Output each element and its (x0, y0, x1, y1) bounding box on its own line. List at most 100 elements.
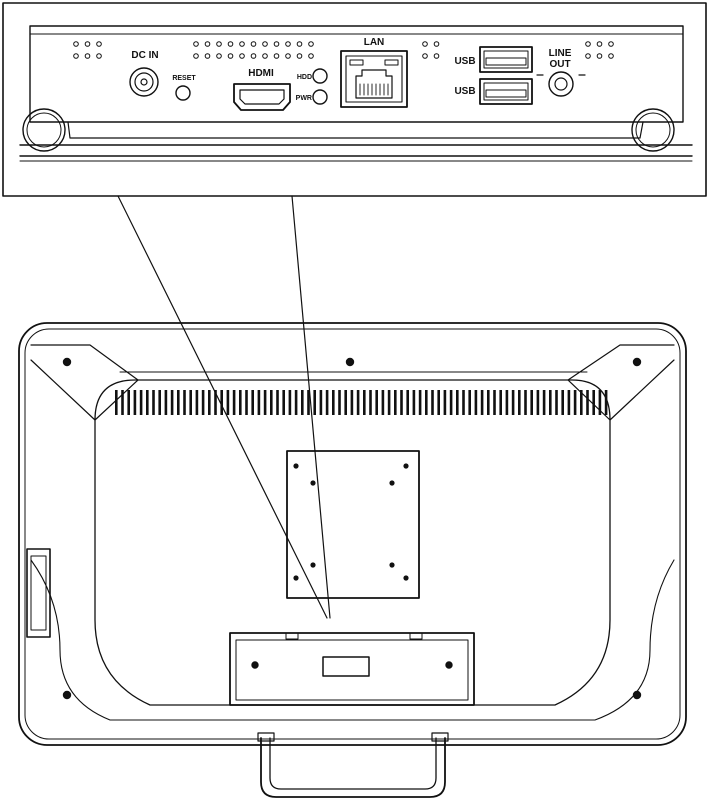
vent-slot (400, 390, 403, 415)
vent-slot (468, 390, 471, 415)
vent-hole (85, 54, 90, 59)
vent-slot (183, 390, 186, 415)
vent-slot (592, 390, 595, 415)
io-cover (230, 633, 474, 705)
vent-hole (217, 42, 222, 47)
vent-slot (251, 390, 254, 415)
vent-hole (228, 54, 233, 59)
corner-brace-top-right (568, 345, 674, 420)
usb-top-label: USB (454, 56, 475, 67)
vent-slot (295, 390, 298, 415)
vent-slot (481, 390, 484, 415)
dc-in-pin (141, 79, 147, 85)
vent-slot (512, 390, 515, 415)
hdmi-label: HDMI (248, 68, 274, 79)
vent-slot (189, 390, 192, 415)
vent-slot (307, 390, 310, 415)
vent-hole (434, 54, 439, 59)
vent-slot (332, 390, 335, 415)
io-cover-screw-right (446, 662, 452, 668)
vent-hole (194, 54, 199, 59)
vesa-screw-holes (293, 463, 408, 580)
line-out-jack[interactable] (549, 72, 573, 96)
vent-slot (326, 390, 329, 415)
vent-hole (240, 54, 245, 59)
io-panel-callout: DC IN RESET HDMI HDD PWR LAN USB (3, 3, 706, 196)
vent-slot (444, 390, 447, 415)
vent-slot (394, 390, 397, 415)
vent-slot (369, 390, 372, 415)
hdd-label: HDD (297, 74, 312, 81)
vent-slot (605, 390, 608, 415)
vent-slot (437, 390, 440, 415)
vent-hole (586, 42, 591, 47)
vent-slot (301, 390, 304, 415)
vent-slot (456, 390, 459, 415)
screw-top-right (634, 359, 641, 366)
lan-led-right (385, 60, 398, 65)
dc-in-port-ring (135, 73, 153, 91)
vent-slot (140, 390, 143, 415)
vent-slot (506, 390, 509, 415)
io-panel-base (68, 122, 643, 138)
vent-slot (121, 390, 124, 415)
lan-port-inner (346, 56, 402, 102)
vent-hole (286, 54, 291, 59)
vent-hole (274, 54, 279, 59)
vent-slot (568, 390, 571, 415)
side-slot (27, 549, 50, 637)
vent-hole (74, 42, 79, 47)
vent-slot (419, 390, 422, 415)
usb-bottom-label: USB (454, 86, 475, 97)
vent-slot (313, 390, 316, 415)
vent-hole (217, 54, 222, 59)
vent-hole (609, 42, 614, 47)
vent-slot (375, 390, 378, 415)
dc-in-port[interactable] (130, 68, 158, 96)
vent-slot (270, 390, 273, 415)
vent-slots (115, 390, 607, 415)
handle-outer (261, 738, 445, 797)
vent-slot (338, 390, 341, 415)
vent-slot (574, 390, 577, 415)
hdmi-port[interactable] (234, 84, 290, 110)
hdd-led (313, 69, 327, 83)
vent-slot (425, 390, 428, 415)
vent-slot (258, 390, 261, 415)
vent-hole (240, 42, 245, 47)
hdmi-port-inner (240, 90, 284, 104)
screw-bottom-right (634, 692, 641, 699)
vent-slot (580, 390, 583, 415)
vent-slot (165, 390, 168, 415)
reset-button[interactable] (176, 86, 190, 100)
vent-slot (196, 390, 199, 415)
vent-hole (85, 42, 90, 47)
vent-slot (177, 390, 180, 415)
vent-slot (413, 390, 416, 415)
leader-line-right (292, 196, 330, 618)
vent-hole (597, 42, 602, 47)
vent-slot (344, 390, 347, 415)
dc-in-label: DC IN (131, 50, 158, 61)
vent-hole (297, 54, 302, 59)
vent-slot (549, 390, 552, 415)
vent-slot (524, 390, 527, 415)
vent-slot (171, 390, 174, 415)
vent-slot (227, 390, 230, 415)
vent-slot (289, 390, 292, 415)
vent-slot (363, 390, 366, 415)
vent-slot (462, 390, 465, 415)
vent-hole (194, 42, 199, 47)
vent-hole (309, 42, 314, 47)
vent-slot (282, 390, 285, 415)
vent-slot (561, 390, 564, 415)
vent-hole (205, 54, 210, 59)
callout-frame (3, 3, 706, 196)
io-cover-screw-left (252, 662, 258, 668)
line-out-label-2: OUT (549, 59, 570, 70)
left-foot-inner (27, 113, 61, 147)
vent-slot (127, 390, 130, 415)
pwr-label: PWR (296, 95, 312, 102)
vent-hole (297, 42, 302, 47)
